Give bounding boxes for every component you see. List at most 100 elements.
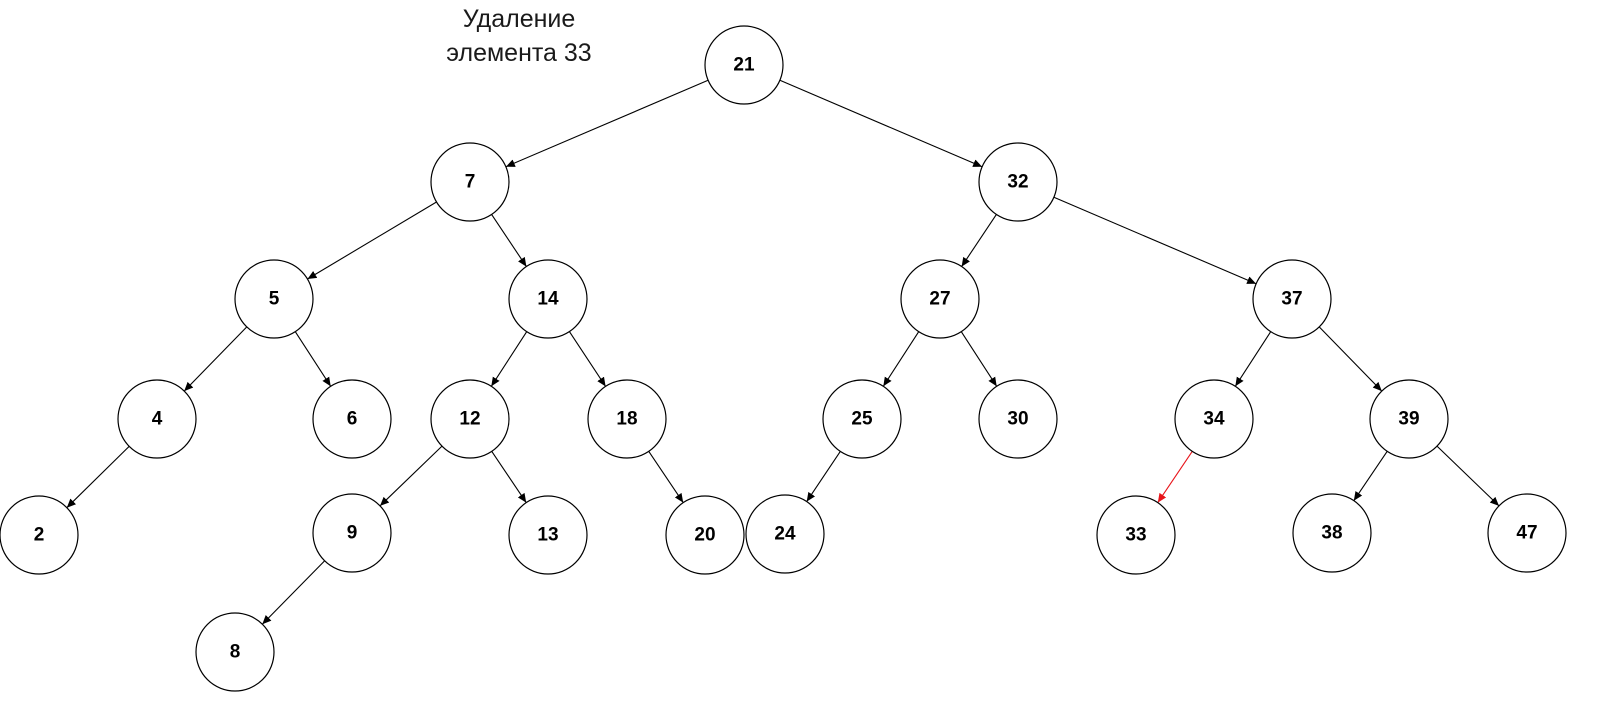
node-label-27: 27	[929, 289, 950, 310]
node-label-33: 33	[1125, 525, 1146, 546]
node-label-9: 9	[347, 523, 358, 544]
diagram-title-line-1: Удаление	[462, 5, 576, 33]
edge-12-to-9	[379, 445, 443, 507]
node-label-13: 13	[537, 525, 558, 546]
edge-34-to-33	[1157, 451, 1193, 503]
node-circle-5	[234, 259, 314, 339]
tree-node-8: 8	[195, 612, 275, 692]
node-label-20: 20	[694, 525, 715, 546]
edge-7-to-14	[491, 214, 527, 267]
edge-27-to-25	[882, 331, 920, 387]
tree-node-47: 47	[1487, 493, 1567, 573]
node-circle-33	[1096, 495, 1176, 575]
node-circle-9	[312, 493, 392, 573]
node-circle-13	[508, 495, 588, 575]
edge-9-to-8	[261, 560, 326, 625]
edge-14-to-12	[490, 331, 528, 387]
tree-node-34: 34	[1174, 379, 1254, 459]
edge-12-to-13	[491, 451, 527, 503]
node-circle-32	[978, 142, 1058, 222]
nodes-layer: 21 7 32 5 14 27 37 4 6 12 18 25 30 34 39 2 9 13 20 24 33 38 47…	[0, 25, 1567, 692]
edge-5-to-4	[183, 326, 248, 392]
edge-14-to-18	[568, 331, 607, 387]
edges-layer	[66, 79, 1500, 625]
node-label-6: 6	[347, 409, 358, 430]
node-circle-14	[508, 259, 588, 339]
node-label-38: 38	[1321, 523, 1342, 544]
tree-node-38: 38	[1292, 493, 1372, 573]
edge-27-to-30	[960, 331, 998, 387]
node-label-30: 30	[1007, 409, 1028, 430]
diagram-title-line-2: элемента 33	[446, 39, 592, 67]
node-circle-6	[312, 379, 392, 459]
node-circle-4	[117, 379, 197, 459]
tree-node-24: 24	[745, 494, 825, 574]
node-circle-12	[430, 379, 510, 459]
tree-node-20: 20	[665, 495, 745, 575]
node-label-8: 8	[230, 642, 241, 663]
node-circle-39	[1369, 379, 1449, 459]
node-circle-38	[1292, 493, 1372, 573]
edge-32-to-27	[961, 214, 997, 267]
tree-node-33: 33	[1096, 495, 1176, 575]
tree-node-30: 30	[978, 379, 1058, 459]
node-label-21: 21	[733, 55, 755, 76]
node-circle-37	[1252, 259, 1332, 339]
node-label-12: 12	[459, 409, 480, 430]
node-label-18: 18	[616, 409, 637, 430]
edge-21-to-7	[505, 79, 709, 168]
tree-node-9: 9	[312, 493, 392, 573]
edge-4-to-2	[66, 445, 130, 509]
node-circle-47	[1487, 493, 1567, 573]
node-circle-27	[900, 259, 980, 339]
node-label-14: 14	[537, 289, 559, 310]
tree-node-7: 7	[430, 142, 510, 222]
node-label-32: 32	[1007, 172, 1028, 193]
tree-node-5: 5	[234, 259, 314, 339]
node-label-34: 34	[1203, 409, 1225, 430]
tree-node-4: 4	[117, 379, 197, 459]
tree-node-25: 25	[822, 379, 902, 459]
edge-25-to-24	[806, 451, 841, 502]
node-circle-34	[1174, 379, 1254, 459]
node-label-7: 7	[465, 172, 476, 193]
node-label-39: 39	[1398, 409, 1419, 430]
node-circle-20	[665, 495, 745, 575]
tree-node-21: 21	[704, 25, 784, 105]
edge-37-to-34	[1234, 331, 1272, 387]
tree-node-6: 6	[312, 379, 392, 459]
edge-7-to-5	[307, 201, 437, 280]
edge-21-to-32	[779, 79, 983, 168]
edge-39-to-47	[1436, 445, 1500, 507]
node-circle-25	[822, 379, 902, 459]
node-label-47: 47	[1516, 523, 1537, 544]
edge-32-to-37	[1053, 196, 1257, 285]
node-label-24: 24	[774, 524, 796, 545]
tree-node-14: 14	[508, 259, 588, 339]
tree-node-18: 18	[587, 379, 667, 459]
node-label-37: 37	[1281, 289, 1302, 310]
node-label-4: 4	[152, 409, 163, 430]
diagram-title: Удаление элемента 33	[419, 2, 619, 70]
tree-node-32: 32	[978, 142, 1058, 222]
node-circle-30	[978, 379, 1058, 459]
edge-39-to-38	[1353, 450, 1388, 502]
tree-node-13: 13	[508, 495, 588, 575]
edge-18-to-20	[648, 451, 684, 503]
tree-node-27: 27	[900, 259, 980, 339]
tree-node-12: 12	[430, 379, 510, 459]
edge-37-to-39	[1318, 326, 1383, 392]
node-label-5: 5	[269, 289, 280, 310]
node-circle-24	[745, 494, 825, 574]
node-label-2: 2	[34, 525, 45, 546]
tree-node-37: 37	[1252, 259, 1332, 339]
node-circle-18	[587, 379, 667, 459]
edge-5-to-6	[294, 331, 332, 387]
node-circle-7	[430, 142, 510, 222]
node-circle-8	[195, 612, 275, 692]
tree-node-39: 39	[1369, 379, 1449, 459]
node-circle-2	[0, 495, 79, 575]
node-circle-21	[704, 25, 784, 105]
tree-node-2: 2	[0, 495, 79, 575]
